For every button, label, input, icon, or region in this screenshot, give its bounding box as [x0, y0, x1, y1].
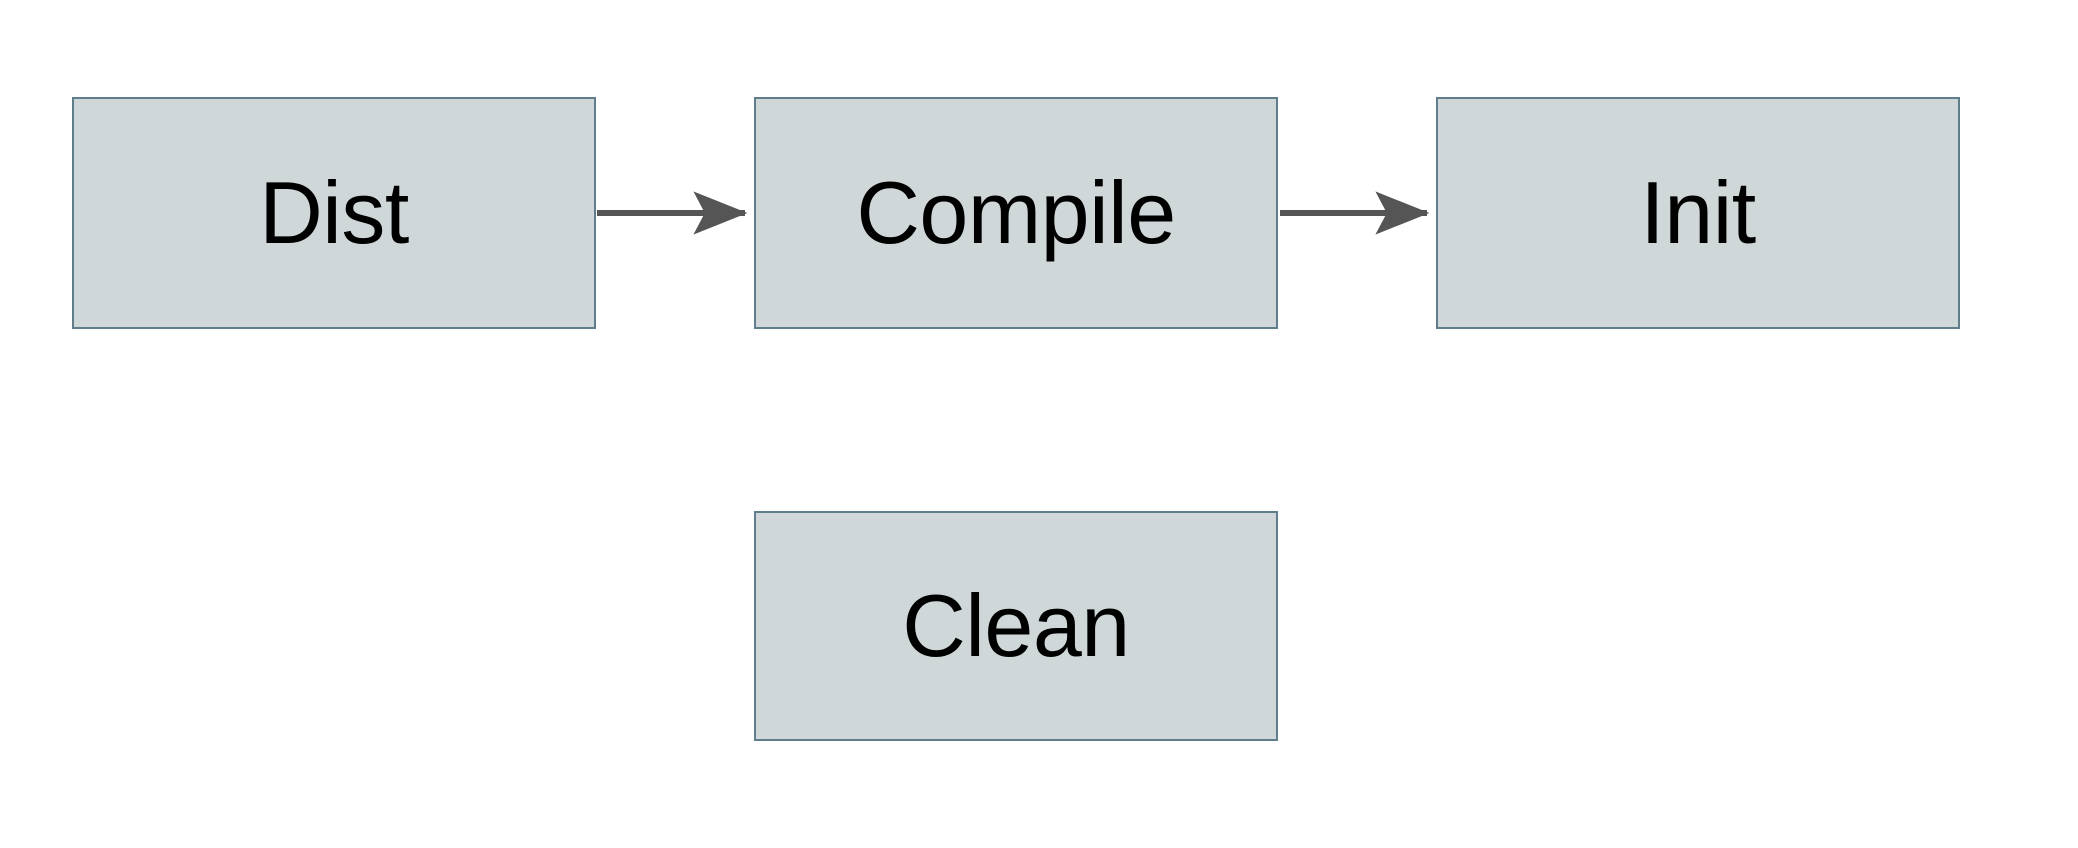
node-compile[interactable]: Compile: [754, 97, 1278, 329]
edge-dist-to-compile-hitbox[interactable]: [597, 198, 754, 228]
node-clean[interactable]: Clean: [754, 511, 1278, 741]
node-dist[interactable]: Dist: [72, 97, 596, 329]
node-init-label: Init: [1640, 163, 1756, 262]
node-dist-label: Dist: [259, 163, 409, 262]
node-clean-label: Clean: [902, 576, 1130, 675]
edge-compile-to-init-hitbox[interactable]: [1280, 198, 1436, 228]
node-compile-label: Compile: [856, 163, 1176, 262]
node-init[interactable]: Init: [1436, 97, 1960, 329]
